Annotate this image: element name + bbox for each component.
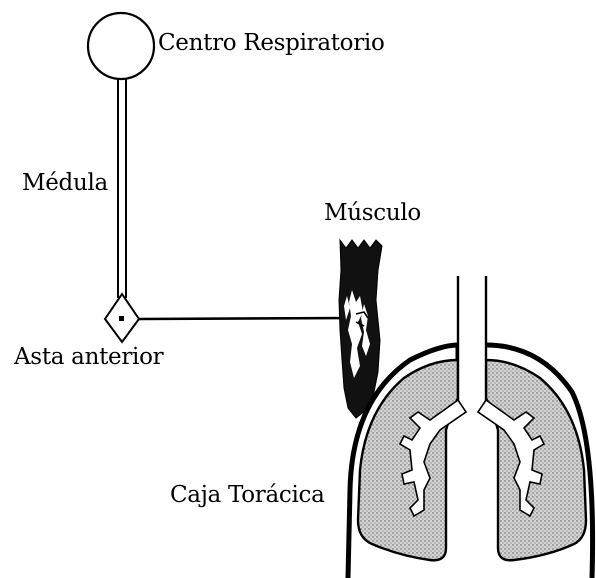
respiratory-center-circle [88,13,154,79]
anterior-horn-neuron [105,294,139,342]
spinal-cord-label: Médula [22,172,108,195]
thoracic-cage-label: Caja Torácica [170,484,325,507]
muscle-label: Músculo [324,202,421,225]
spinal-cord [118,78,126,298]
respiratory-center-label: Centro Respiratorio [158,32,385,55]
anterior-horn-label: Asta anterior [14,346,163,369]
motor-nerve [139,318,356,319]
bronchial-tree [400,400,544,516]
trachea [458,275,486,405]
